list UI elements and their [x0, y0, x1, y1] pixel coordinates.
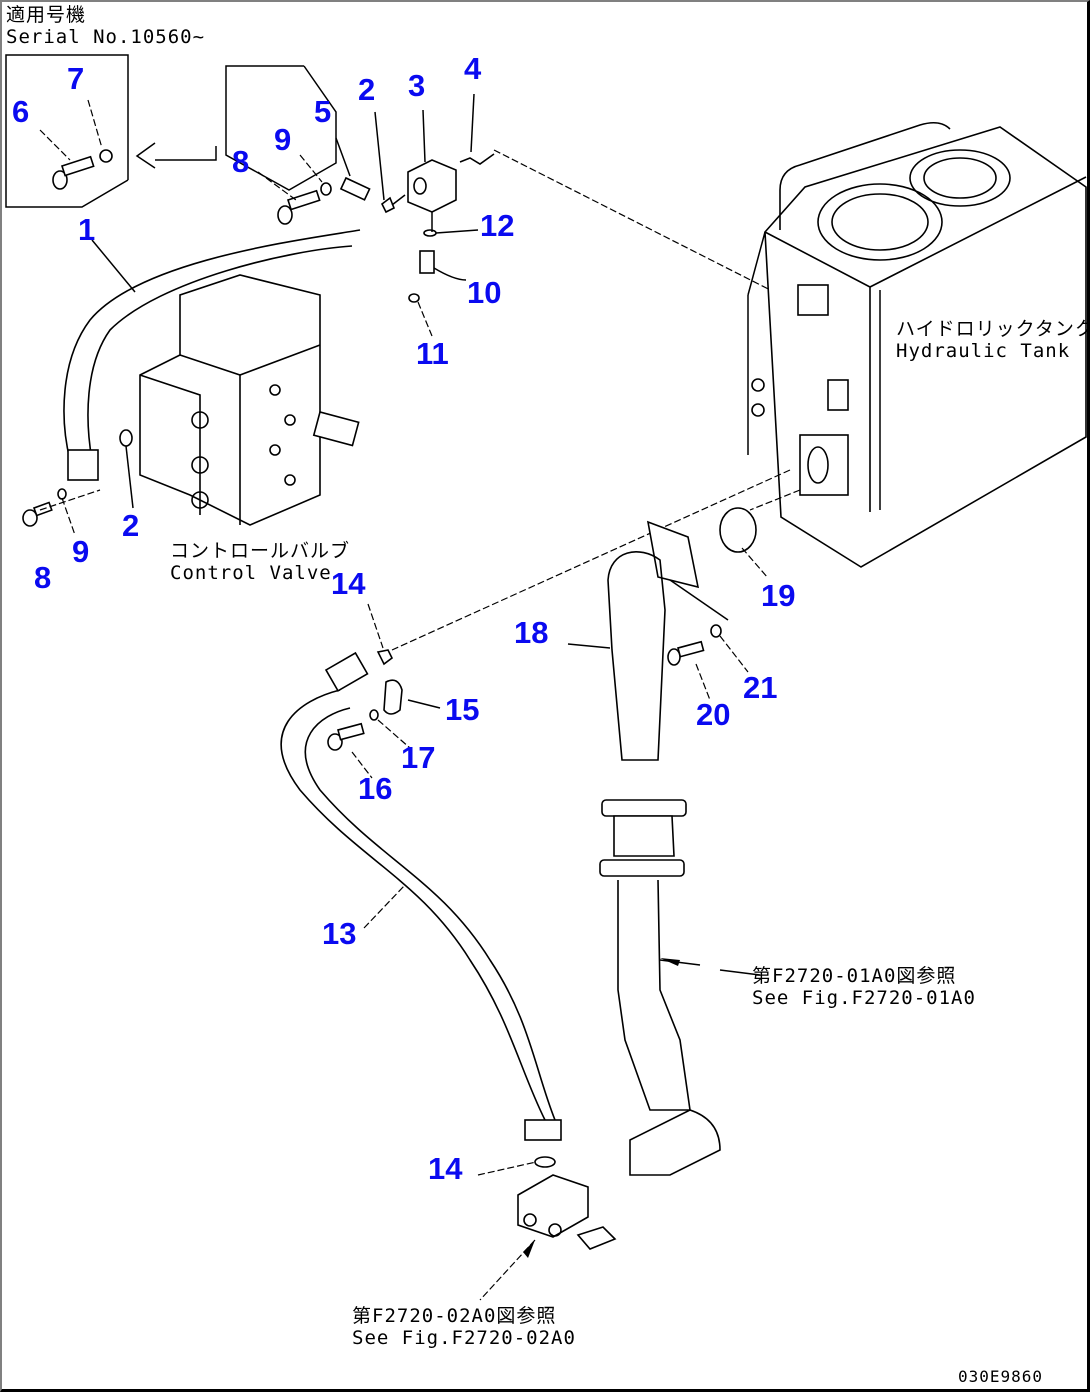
callout-14[interactable]: 14	[331, 566, 366, 601]
control-valve-label-en: Control Valve	[170, 562, 332, 584]
hose-13	[280, 651, 562, 1141]
callout-12[interactable]: 12	[480, 208, 515, 243]
callout-6[interactable]: 6	[12, 94, 30, 129]
elbow-10	[419, 250, 467, 281]
callout-16[interactable]: 16	[358, 771, 393, 806]
callout-7[interactable]: 7	[67, 61, 85, 96]
bolt-20	[667, 640, 711, 701]
callout-1[interactable]: 1	[78, 212, 96, 247]
callout-10[interactable]: 10	[467, 275, 502, 310]
o-ring-14-upper	[367, 603, 394, 666]
reference-note-2-jp: 第F2720-02A0図参照	[352, 1305, 557, 1327]
valve-bracket	[477, 1156, 617, 1301]
assembly-line-tank-oring	[749, 489, 801, 511]
hydraulic-tank	[747, 121, 1087, 568]
suction-pipe	[599, 799, 761, 1176]
arrow-between-insets	[135, 142, 217, 169]
drawing-number: 030E9860	[958, 1367, 1044, 1386]
callout-9[interactable]: 9	[72, 534, 90, 569]
washer-9-lower	[57, 488, 76, 536]
reference-note-1: 第F2720-01A0図参照 See Fig.F2720-01A0	[752, 965, 976, 1009]
callout-8[interactable]: 8	[34, 560, 52, 595]
o-ring-12	[423, 229, 479, 237]
callout-20[interactable]: 20	[696, 697, 731, 732]
callout-13[interactable]: 13	[322, 916, 357, 951]
washer-9-upper	[299, 154, 332, 196]
callout-3[interactable]: 3	[408, 68, 426, 103]
control-valve-label-jp: コントロールバルブ	[170, 540, 351, 562]
callout-11[interactable]: 11	[416, 336, 449, 371]
bolt-8-upper	[257, 171, 321, 225]
callout-4[interactable]: 4	[464, 51, 482, 86]
block-3	[407, 109, 457, 232]
assembly-line-block-tank	[493, 149, 791, 301]
pipe-18	[567, 520, 700, 761]
callout-2[interactable]: 2	[358, 72, 376, 107]
o-ring-2-lower	[119, 429, 134, 509]
callout-18[interactable]: 18	[514, 615, 549, 650]
callout-15[interactable]: 15	[445, 692, 480, 727]
bolt-6	[39, 129, 95, 190]
assembly-line-tank-hose	[391, 469, 791, 651]
clamp-15	[383, 679, 441, 715]
callout-8[interactable]: 8	[232, 144, 250, 179]
hydraulic-tank-label: ハイドロリックタンク Hydraulic Tank	[896, 318, 1090, 362]
reference-note-2: 第F2720-02A0図参照 See Fig.F2720-02A0	[352, 1305, 576, 1349]
callout-5[interactable]: 5	[314, 94, 332, 129]
serial-number: Serial No.10560~	[6, 26, 206, 48]
o-ring-2-upper	[374, 111, 406, 214]
reference-note-2-en: See Fig.F2720-02A0	[352, 1327, 576, 1349]
applicable-serial-label: 適用号機 Serial No.10560~	[6, 4, 205, 48]
o-ring-11	[408, 293, 433, 337]
callout-21[interactable]: 21	[743, 670, 778, 705]
control-valve-label: コントロールバルブ Control Valve	[170, 540, 350, 584]
hydraulic-tank-label-jp: ハイドロリックタンク	[896, 318, 1090, 340]
tube-4	[459, 93, 495, 165]
hydraulic-tank-label-en: Hydraulic Tank	[896, 340, 1071, 362]
callout-9[interactable]: 9	[274, 122, 292, 157]
inset-box-bolt-6-7	[5, 54, 129, 208]
reference-note-1-en: See Fig.F2720-01A0	[752, 987, 976, 1009]
bolt-16	[327, 722, 373, 779]
hose-1	[63, 229, 361, 481]
applicable-label-jp: 適用号機	[6, 4, 87, 26]
callout-2[interactable]: 2	[122, 508, 140, 543]
washer-7	[87, 99, 113, 163]
bolt-8-lower	[22, 489, 101, 527]
reference-note-1-jp: 第F2720-01A0図参照	[752, 965, 957, 987]
washer-21	[669, 579, 749, 673]
callout-17[interactable]: 17	[401, 740, 436, 775]
inset-box-bolt-8-9	[225, 65, 337, 191]
split-flange-5	[335, 137, 371, 201]
control-valve	[139, 274, 360, 526]
callout-14[interactable]: 14	[428, 1151, 463, 1186]
o-ring-19	[719, 507, 769, 579]
callout-19[interactable]: 19	[761, 578, 796, 613]
washer-17	[369, 709, 411, 749]
